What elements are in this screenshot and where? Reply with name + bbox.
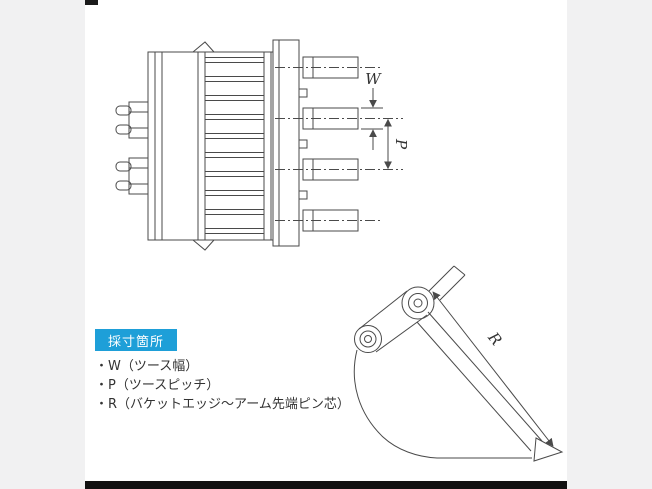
corner-mark (85, 0, 98, 5)
legend-item-w: ・W（ツース幅） (95, 359, 199, 374)
bucket-profile (354, 312, 562, 461)
arm-pin-boss (402, 287, 434, 319)
tooth-row-2 (275, 108, 403, 129)
mount-bracket-upper (116, 102, 148, 138)
side-plate (148, 52, 162, 240)
legend-item-r: ・R（バケットエッジ～アーム先端ピン芯） (95, 397, 350, 412)
bucket-front-view: W P (116, 40, 410, 250)
tooth-row-3 (275, 159, 403, 180)
measurement-badge: 採寸箇所 (95, 329, 177, 351)
legend-list: ・W（ツース幅） ・P（ツースピッチ） ・R（バケットエッジ～アーム先端ピン芯） (95, 357, 350, 414)
dimension-r: R (432, 291, 554, 447)
dimension-r-label: R (484, 328, 506, 349)
footer-bar (85, 481, 567, 489)
dimension-p-label: P (392, 138, 410, 150)
bucket-teeth (275, 57, 403, 231)
link-plate (359, 291, 427, 352)
tooth-row-1 (275, 57, 380, 78)
mount-bracket-lower (116, 158, 148, 194)
bucket-shell-edges (162, 42, 273, 250)
tooth-column (273, 40, 307, 246)
skeleton-grid (198, 52, 271, 240)
tooth-row-4 (275, 210, 380, 231)
content-card: W P (85, 0, 567, 489)
dimension-w-label: W (365, 70, 382, 88)
left-mount-brackets (116, 102, 148, 194)
bucket-side-view: R (354, 266, 562, 461)
dimension-w: W (361, 70, 383, 150)
link-pin-boss (355, 326, 382, 353)
legend-item-p: ・P（ツースピッチ） (95, 378, 220, 393)
dimension-p: P (384, 118, 410, 170)
bucket-tooth (534, 438, 562, 461)
bucket-diagram-canvas: W P (85, 0, 567, 481)
arm-stub (429, 266, 465, 300)
